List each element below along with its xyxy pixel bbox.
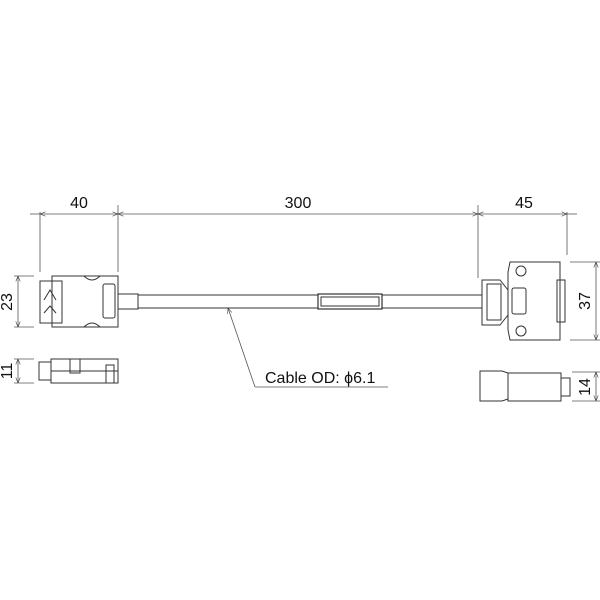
svg-text:11: 11 (0, 363, 16, 380)
cable (138, 293, 482, 310)
right-connector-front (481, 261, 566, 341)
dim-cable-length: 300 (285, 195, 312, 212)
dim-right-length: 45 (515, 195, 533, 212)
cable-od-callout: Cable OD: ϕ6.1 (228, 308, 388, 388)
left-connector-front (39, 275, 139, 328)
cable-marker-tube (317, 293, 383, 310)
dim-left-height: 23 (0, 275, 34, 328)
left-connector-side: 11 (0, 358, 119, 384)
svg-text:14: 14 (577, 378, 594, 396)
dim-left-length: 40 (70, 195, 88, 212)
cable-od-label: Cable OD: ϕ6.1 (265, 370, 375, 387)
svg-text:37: 37 (577, 292, 594, 310)
svg-text:23: 23 (0, 293, 16, 311)
dim-right-height: 37 (570, 261, 600, 341)
length-dimensions: 40 300 45 (30, 195, 577, 278)
right-connector-side: 14 (479, 370, 600, 402)
